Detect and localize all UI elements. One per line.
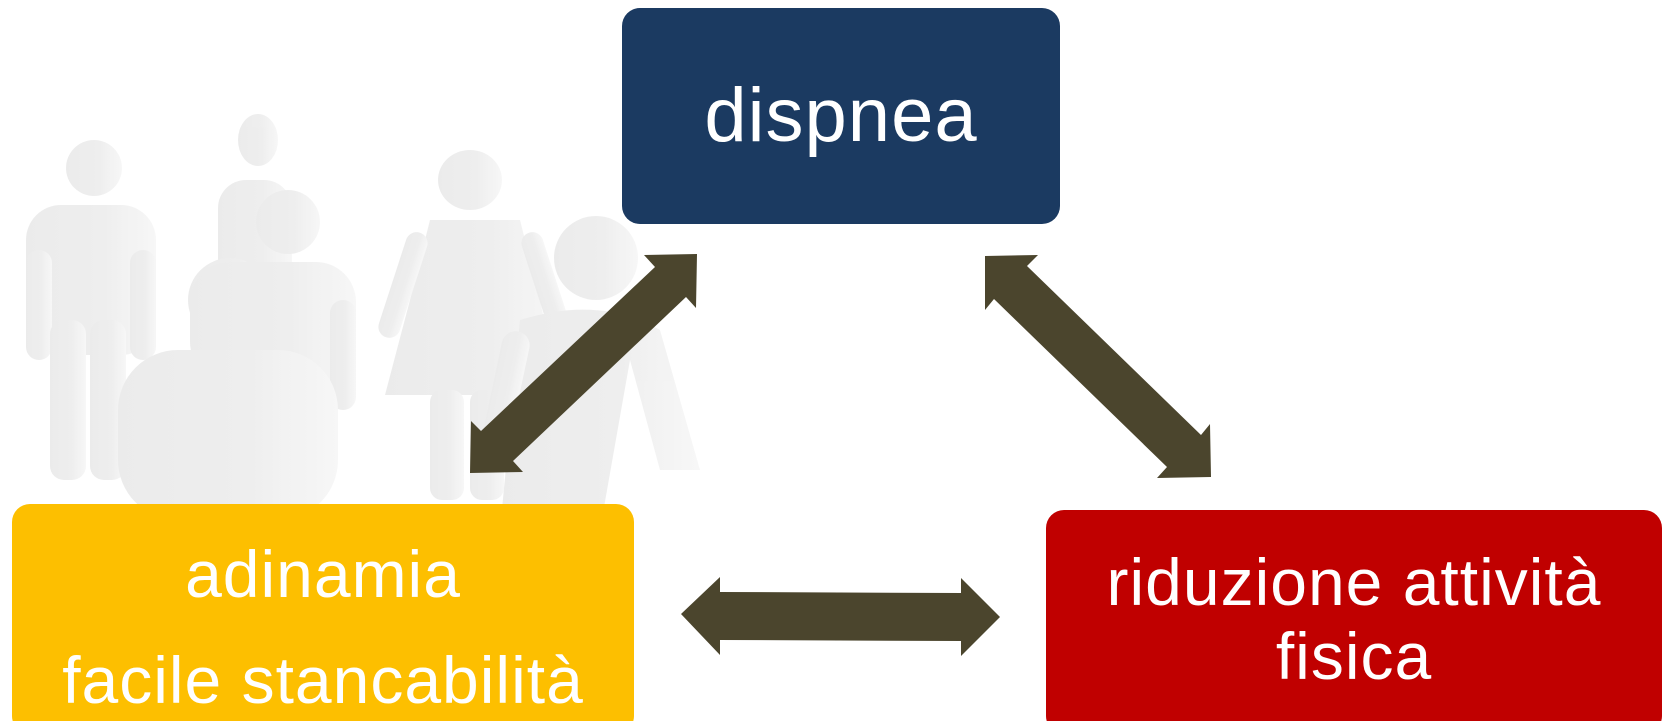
node-adinamia-line2: facile stancabilità	[62, 642, 584, 717]
node-adinamia: adinamia facile stancabilità	[12, 504, 634, 721]
arrow-dispnea-riduzione	[985, 255, 1211, 478]
node-riduzione-line1: riduzione attività	[1106, 545, 1602, 619]
arrow-adinamia-riduzione	[681, 577, 1000, 656]
node-riduzione: riduzione attività fisica	[1046, 510, 1662, 721]
node-riduzione-line2: fisica	[1275, 618, 1433, 693]
node-dispnea: dispnea	[622, 8, 1060, 224]
node-dispnea-label: dispnea	[704, 73, 978, 159]
arrow-dispnea-adinamia	[470, 254, 697, 473]
node-adinamia-line1: adinamia	[185, 537, 461, 611]
